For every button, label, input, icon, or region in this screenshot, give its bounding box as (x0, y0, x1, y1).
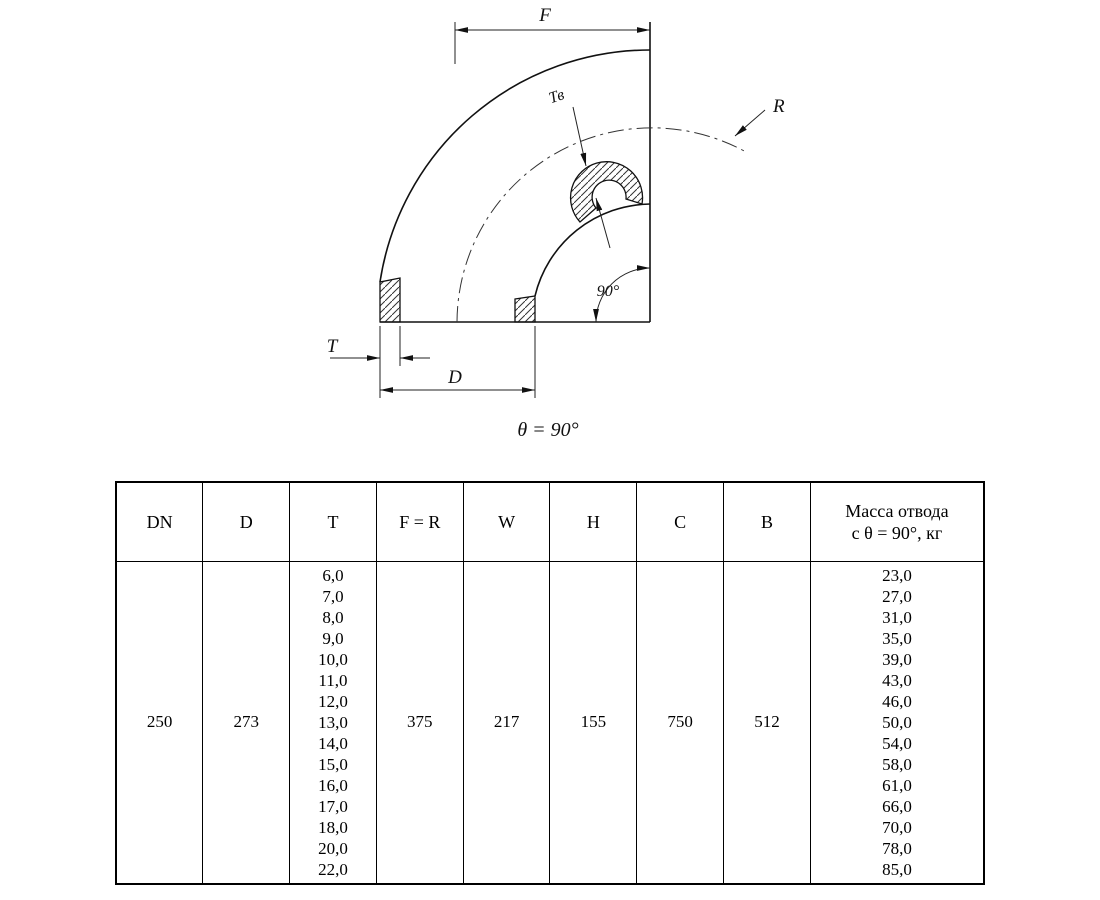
value-line: 9,0 (322, 628, 344, 648)
centerline-arc (456, 127, 747, 323)
value-line: 18,0 (318, 817, 348, 837)
header-fr: F = R (375, 481, 464, 562)
f-dimension: F (454, 5, 650, 64)
header-d: D (202, 481, 291, 562)
value-line: 22,0 (318, 859, 348, 879)
wall-section-right (514, 295, 536, 323)
value-line: 35,0 (882, 628, 912, 648)
value-line: 58,0 (882, 754, 912, 774)
value-line: 46,0 (882, 691, 912, 711)
f-label: F (538, 5, 551, 26)
cell-dn: 250 (115, 560, 204, 884)
value-line: 8,0 (322, 607, 344, 627)
outer-arc (379, 49, 651, 283)
tv-dimension: Тв (547, 86, 611, 249)
value-line: 10,0 (318, 649, 348, 669)
value-line: 7,0 (322, 586, 344, 606)
header-mass: Масса отвода с θ = 90°, кг (809, 481, 985, 562)
header-h: H (549, 481, 638, 562)
wall-section-left (379, 277, 401, 323)
pipe-cross-section (569, 161, 644, 223)
elbow-drawing: F Тв (327, 5, 785, 441)
value-line: 12,0 (318, 691, 348, 711)
value-line: 70,0 (882, 817, 912, 837)
header-mass-line1: Масса отвода (845, 500, 949, 521)
value-line: 85,0 (882, 859, 912, 879)
elbow-outline (379, 22, 651, 323)
value-line: 61,0 (882, 775, 912, 795)
value-line: 14,0 (318, 733, 348, 753)
value-line: 31,0 (882, 607, 912, 627)
value-line: 17,0 (318, 796, 348, 816)
header-dn: DN (115, 481, 204, 562)
r-leader: R (734, 96, 785, 137)
cell-b: 512 (723, 560, 811, 884)
elbow-drawing-area: F Тв (327, 5, 785, 441)
header-w: W (462, 481, 551, 562)
value-line: 20,0 (318, 838, 348, 858)
cell-d: 273 (202, 560, 291, 884)
value-line: 11,0 (318, 670, 348, 690)
value-line: 39,0 (882, 649, 912, 669)
cell-w: 217 (462, 560, 551, 884)
angle-dimension: 90° (593, 265, 651, 323)
cell-fr: 375 (375, 560, 464, 884)
value-line: 50,0 (882, 712, 912, 732)
theta-caption: θ = 90° (517, 419, 578, 441)
header-t: T (289, 481, 377, 562)
value-line: 15,0 (318, 754, 348, 774)
header-row: DN D T F = R W H C B Масса отвода с θ = … (115, 481, 985, 562)
value-line: 6,0 (322, 565, 344, 585)
value-line: 23,0 (882, 565, 912, 585)
throat-arc (534, 203, 651, 297)
t-label: T (327, 336, 339, 357)
value-line: 54,0 (882, 733, 912, 753)
header-mass-line2: с θ = 90°, кг (851, 522, 943, 543)
cell-c: 750 (636, 560, 725, 884)
header-b: B (723, 481, 811, 562)
r-leader-line (734, 109, 766, 137)
value-line: 27,0 (882, 586, 912, 606)
t-dimension: T (327, 326, 430, 398)
cell-h: 155 (549, 560, 638, 884)
r-label: R (772, 96, 785, 117)
value-line: 78,0 (882, 838, 912, 858)
dimension-table: DN D T F = R W H C B Масса отвода с θ = … (115, 481, 985, 885)
value-line: 43,0 (882, 670, 912, 690)
tv-label: Тв (547, 86, 567, 107)
tv-arrow-outer (572, 106, 587, 167)
value-line: 13,0 (318, 712, 348, 732)
angle-arc (593, 265, 651, 323)
angle-label: 90° (597, 283, 620, 300)
value-line: 16,0 (318, 775, 348, 795)
d-dimension: D (380, 326, 536, 398)
value-line: 66,0 (882, 796, 912, 816)
d-label: D (447, 367, 462, 388)
tv-arrow-inner (595, 197, 611, 249)
header-c: C (636, 481, 725, 562)
